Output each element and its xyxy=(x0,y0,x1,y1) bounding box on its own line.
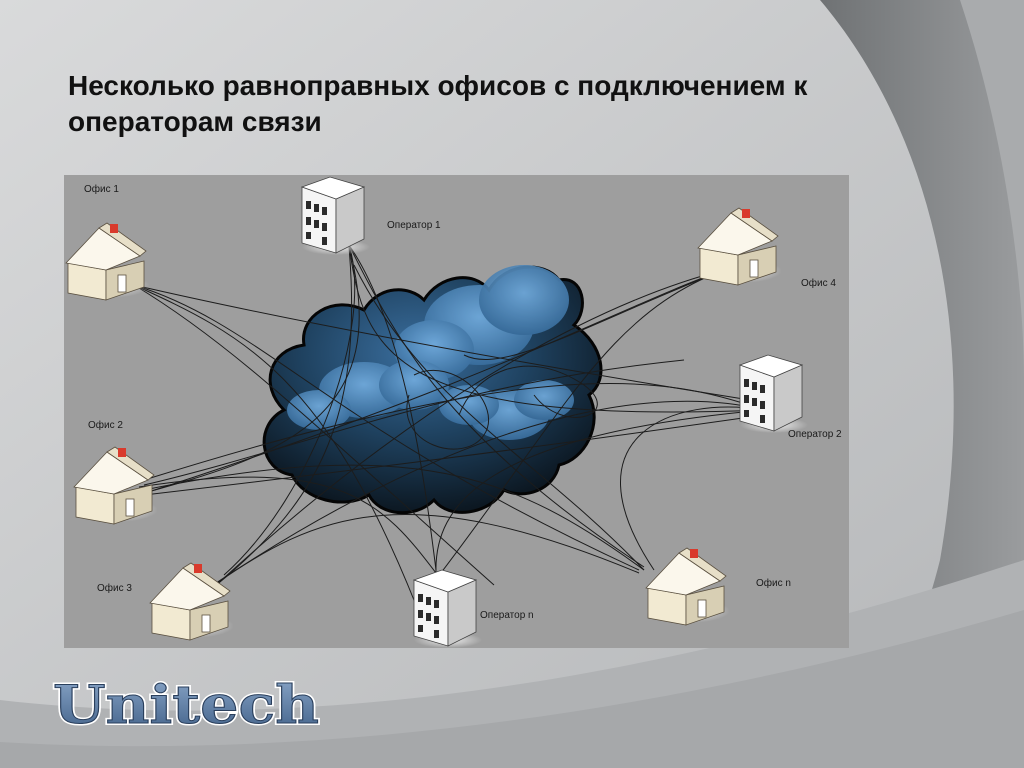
label-office1: Офис 1 xyxy=(84,184,119,195)
network-diagram: Офис 1 Офис 2 Офис 3 Офис 4 Офис n Опера… xyxy=(64,175,849,648)
house-icon-office4 xyxy=(697,207,782,286)
connection-lines xyxy=(133,244,795,606)
label-operator1: Оператор 1 xyxy=(387,220,441,231)
label-operatorn: Оператор n xyxy=(480,610,534,621)
network-cloud xyxy=(262,265,603,515)
svg-text:Unitech: Unitech xyxy=(53,675,319,732)
right-swoosh xyxy=(820,0,1024,768)
building-icon-operatorn xyxy=(412,569,482,648)
slide-title: Несколько равноправных офисов с подключе… xyxy=(68,70,808,137)
svg-text:Unitech: Unitech xyxy=(53,675,319,732)
building-icon-operator2 xyxy=(738,354,808,433)
label-office4: Офис 4 xyxy=(801,278,836,289)
label-officen: Офис n xyxy=(756,578,791,589)
house-icon-officen xyxy=(645,547,730,626)
label-office2: Офис 2 xyxy=(88,420,123,431)
label-office3: Офис 3 xyxy=(97,583,132,594)
house-icon-office2 xyxy=(73,446,158,525)
building-icon-operator1 xyxy=(300,176,370,255)
house-icon-office3 xyxy=(149,562,234,641)
house-icon-office1 xyxy=(65,222,150,301)
label-operator2: Оператор 2 xyxy=(788,429,842,440)
unitech-logo: Unitech Unitech xyxy=(51,673,321,732)
right-swoosh-light xyxy=(960,0,1024,380)
